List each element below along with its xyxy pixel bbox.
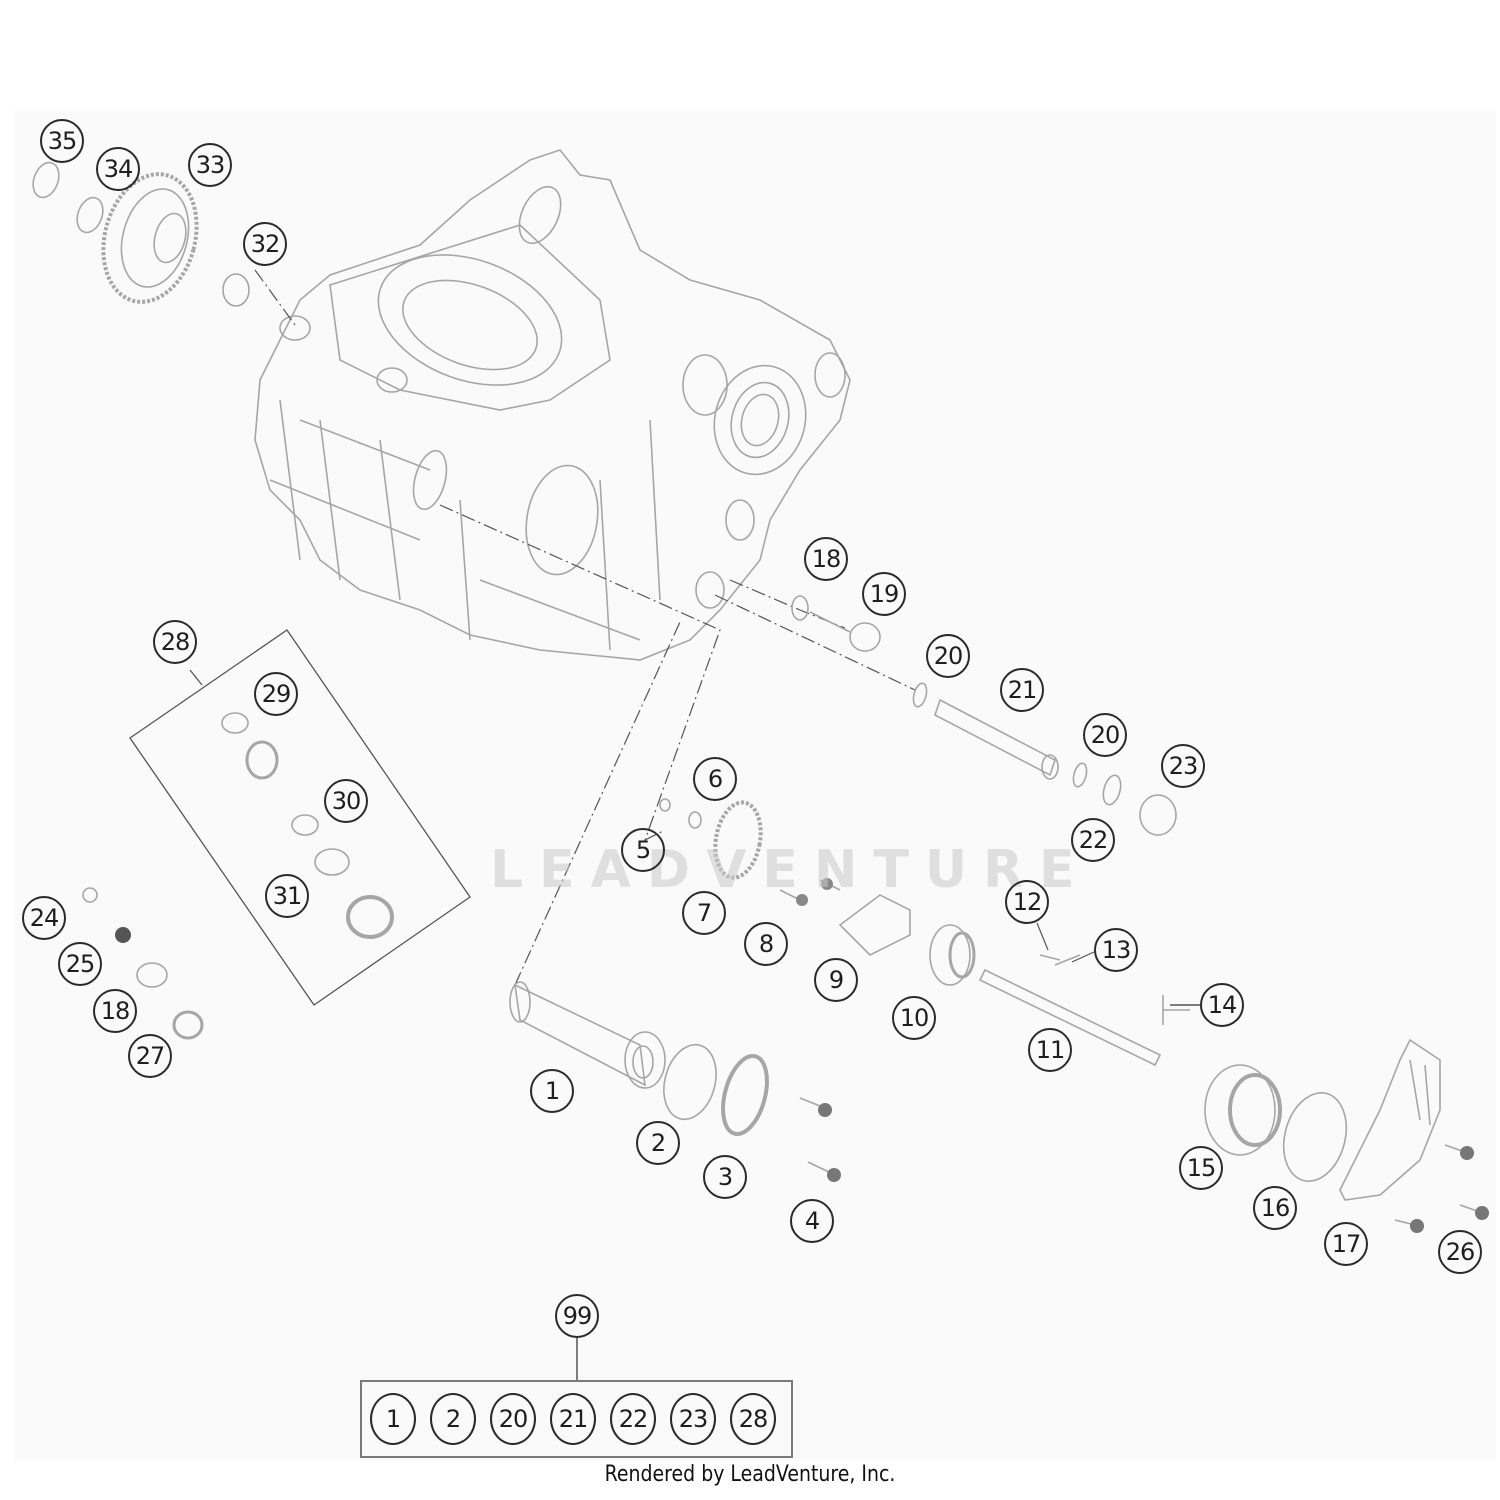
- callout-3[interactable]: 3: [703, 1155, 747, 1199]
- callout-15[interactable]: 15: [1179, 1146, 1223, 1190]
- callout-7[interactable]: 7: [682, 891, 726, 935]
- callout-6[interactable]: 6: [693, 757, 737, 801]
- kit-item-2[interactable]: 2: [430, 1393, 476, 1445]
- kit-item-28[interactable]: 28: [730, 1393, 776, 1445]
- callout-10[interactable]: 10: [892, 996, 936, 1040]
- callout-25[interactable]: 25: [58, 942, 102, 986]
- kit-item-21[interactable]: 21: [550, 1393, 596, 1445]
- callout-24[interactable]: 24: [22, 896, 66, 940]
- callout-99[interactable]: 99: [555, 1294, 599, 1338]
- sub-assembly-28-parts: [82, 712, 394, 1040]
- callout-33[interactable]: 33: [188, 143, 232, 187]
- oil-pump-parts: [659, 798, 1489, 1233]
- callout-27[interactable]: 27: [128, 1034, 172, 1078]
- callout-32[interactable]: 32: [243, 222, 287, 266]
- callout-19[interactable]: 19: [862, 572, 906, 616]
- leader-12: [1036, 922, 1049, 951]
- kit-item-23[interactable]: 23: [670, 1393, 716, 1445]
- callout-20[interactable]: 20: [926, 634, 970, 678]
- kit-item-22[interactable]: 22: [610, 1393, 656, 1445]
- callout-34[interactable]: 34: [96, 147, 140, 191]
- idler-gear-illustration: [32, 161, 250, 307]
- callout-26[interactable]: 26: [1438, 1230, 1482, 1274]
- callout-17[interactable]: 17: [1324, 1222, 1368, 1266]
- callout-12[interactable]: 12: [1005, 880, 1049, 924]
- crankcase-illustration: [254, 149, 851, 661]
- callout-23[interactable]: 23: [1161, 744, 1205, 788]
- kit-item-20[interactable]: 20: [490, 1393, 536, 1445]
- callout-35[interactable]: 35: [40, 119, 84, 163]
- callout-31[interactable]: 31: [265, 874, 309, 918]
- watermark: LEADVENTURE: [490, 840, 1091, 900]
- callout-8[interactable]: 8: [744, 922, 788, 966]
- callout-22[interactable]: 22: [1071, 818, 1115, 862]
- sub-assembly-28-frame: [129, 629, 471, 1006]
- callout-2[interactable]: 2: [636, 1121, 680, 1165]
- callout-20[interactable]: 20: [1083, 713, 1127, 757]
- callout-16[interactable]: 16: [1253, 1186, 1297, 1230]
- callout-1[interactable]: 1: [530, 1069, 574, 1113]
- callout-30[interactable]: 30: [324, 779, 368, 823]
- callout-5[interactable]: 5: [621, 828, 665, 872]
- leader-13: [1071, 951, 1095, 963]
- oil-pressure-parts: [791, 595, 1177, 836]
- callout-21[interactable]: 21: [1000, 668, 1044, 712]
- callout-11[interactable]: 11: [1028, 1028, 1072, 1072]
- callout-18[interactable]: 18: [93, 989, 137, 1033]
- callout-29[interactable]: 29: [254, 672, 298, 716]
- callout-28[interactable]: 28: [153, 620, 197, 664]
- callout-18[interactable]: 18: [804, 537, 848, 581]
- callout-4[interactable]: 4: [790, 1199, 834, 1243]
- diagram-panel: [14, 111, 1496, 1460]
- oil-filter-parts: [509, 981, 841, 1182]
- callout-14[interactable]: 14: [1200, 983, 1244, 1027]
- kit-item-1[interactable]: 1: [370, 1393, 416, 1445]
- callout-9[interactable]: 9: [814, 958, 858, 1002]
- footer-credit: Rendered by LeadVenture, Inc.: [604, 1462, 896, 1487]
- callout-13[interactable]: 13: [1094, 928, 1138, 972]
